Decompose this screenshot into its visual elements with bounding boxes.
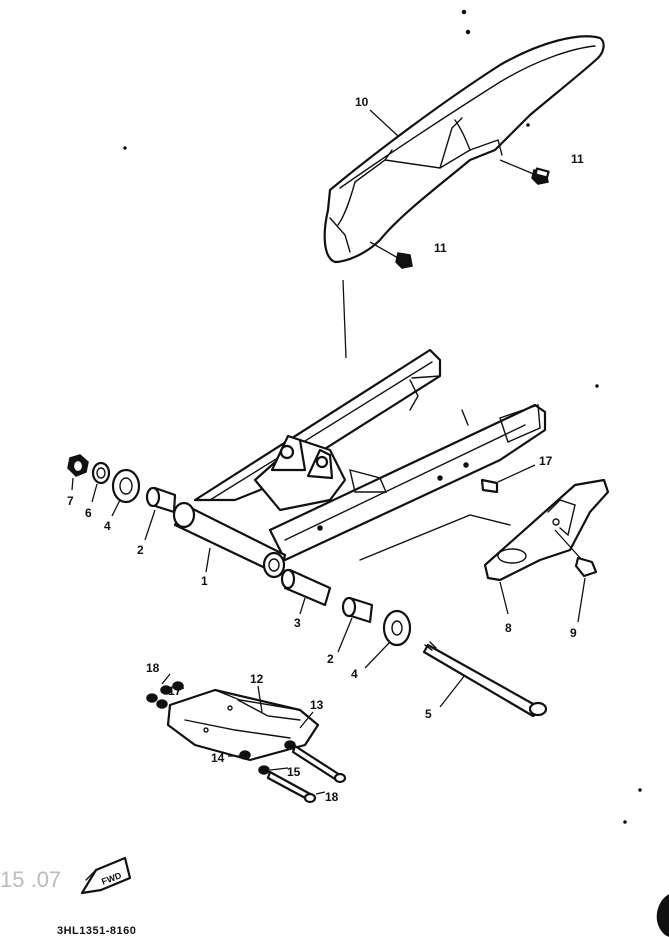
forward-arrow-icon — [80, 856, 132, 895]
callout-3: 3 — [294, 616, 301, 630]
callout-7: 7 — [67, 494, 74, 508]
callout-17-guide: 17 — [168, 684, 182, 698]
bolt-11-lower — [369, 241, 413, 269]
bolt-11-upper — [499, 159, 550, 185]
chain-guard — [323, 35, 605, 264]
bolt-17 — [480, 464, 536, 494]
swingarm — [172, 348, 547, 579]
callout-15: 15 — [287, 765, 301, 779]
adjust-bolt-9 — [554, 529, 598, 623]
callout-2-left: 2 — [137, 543, 144, 557]
callout-2-right: 2 — [327, 652, 334, 666]
guard-mount-line — [342, 279, 347, 359]
callout-18-upper: 18 — [146, 661, 160, 675]
callout-4-right: 4 — [351, 667, 358, 681]
catalog-code: 3HL1351-8160 — [57, 925, 136, 937]
chain-puller — [483, 478, 610, 615]
callout-6: 6 — [85, 506, 92, 520]
callout-10: 10 — [355, 95, 369, 109]
pivot-parts-right — [205, 547, 412, 669]
callout-10-leader — [369, 109, 399, 137]
callout-11-lower: 11 — [434, 241, 447, 255]
chain-guide — [146, 673, 347, 804]
callout-14: 14 — [211, 751, 225, 765]
callout-11-upper: 11 — [571, 152, 584, 166]
callout-12: 12 — [250, 672, 264, 686]
callout-5: 5 — [425, 707, 432, 721]
callout-1: 1 — [201, 574, 208, 588]
corner-mark — [656, 894, 669, 937]
callout-9: 9 — [570, 626, 577, 640]
callout-18-lower: 18 — [325, 790, 339, 804]
callout-8: 8 — [505, 621, 512, 635]
callout-13: 13 — [310, 698, 324, 712]
callout-4-left: 4 — [104, 519, 111, 533]
pivot-shaft — [422, 641, 548, 718]
scan-specks — [123, 9, 642, 824]
callout-17: 17 — [539, 454, 553, 468]
pivot-parts-left — [67, 454, 177, 541]
page-stamp: 15 .07 — [0, 867, 61, 892]
